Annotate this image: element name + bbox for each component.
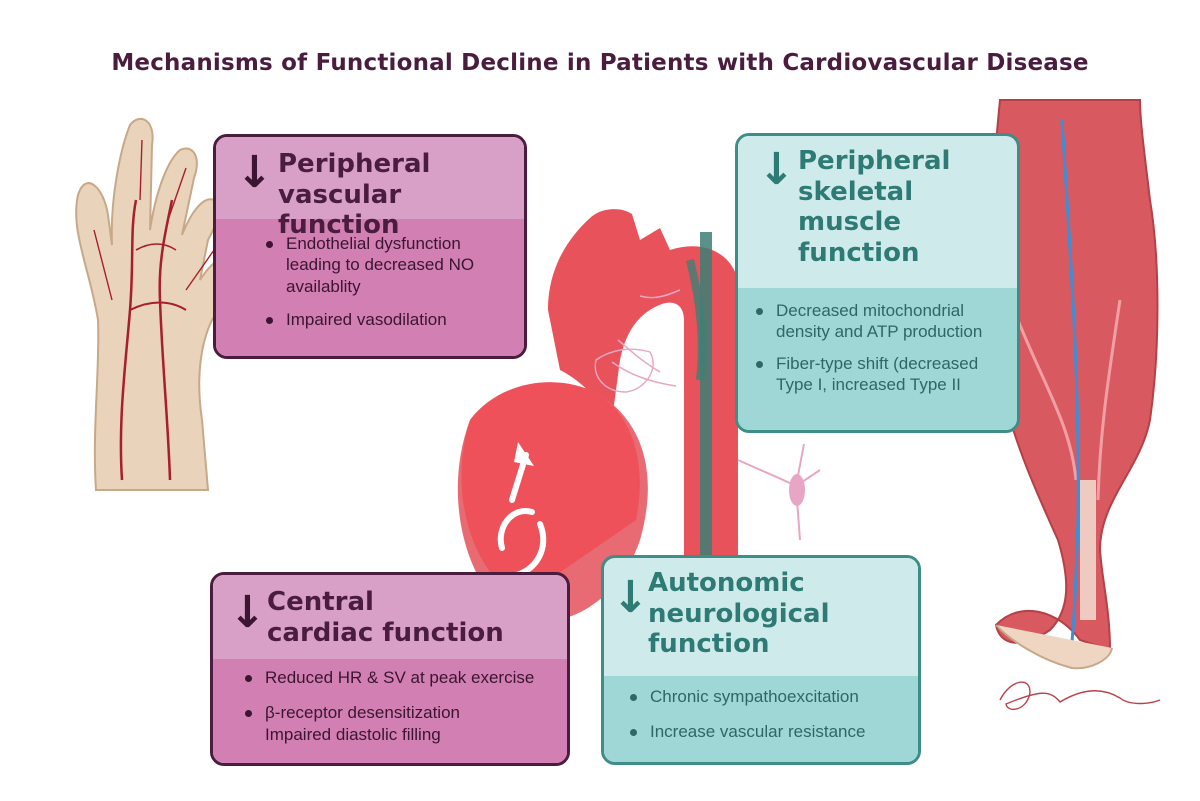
box-heading-line: Autonomic (648, 568, 805, 598)
box-heading-line: skeletal (798, 176, 914, 207)
list-item: Impaired vasodilation (266, 309, 514, 330)
list-item: Fiber-type shift (decreased Type I, incr… (756, 353, 1009, 396)
list-item: Decreased mitochondrial density and ATP … (756, 300, 1009, 343)
box-heading-line: function (648, 629, 770, 660)
box-body: Endothelial dysfunction leading to decre… (216, 219, 524, 356)
box-heading-line: Central (267, 587, 374, 617)
box-header: ↓ Peripheral vascular function (216, 137, 524, 240)
box-body: Reduced HR & SV at peak exercise β-recep… (213, 659, 567, 763)
box-header: ↓ Peripheral skeletal muscle function (738, 136, 1017, 288)
box-header: ↓ Central cardiac function (213, 575, 567, 659)
box-peripheral-vascular: ↓ Peripheral vascular function Endotheli… (213, 134, 527, 359)
list-item: β-receptor desensitization Impaired dias… (245, 702, 515, 745)
heart-illustration (457, 209, 738, 622)
list-item: Increase vascular resistance (630, 721, 910, 742)
list-item: Reduced HR & SV at peak exercise (245, 667, 559, 688)
bullet-list: Decreased mitochondrial density and ATP … (756, 300, 1009, 396)
box-heading-line: vascular function (278, 179, 402, 241)
down-arrow-icon: ↓ (236, 147, 273, 198)
box-skeletal-muscle: ↓ Peripheral skeletal muscle function De… (735, 133, 1020, 433)
page-title: Mechanisms of Functional Decline in Pati… (111, 50, 1089, 76)
box-heading-line: muscle (798, 207, 902, 238)
box-heading-line: cardiac function (267, 617, 504, 648)
down-arrow-icon: ↓ (612, 572, 649, 623)
box-heading-line: function (798, 238, 920, 269)
box-autonomic: ↓ Autonomic neurological function Chroni… (601, 555, 921, 765)
list-item: Chronic sympathoexcitation (630, 686, 910, 707)
down-arrow-icon: ↓ (758, 144, 795, 195)
down-arrow-icon: ↓ (229, 587, 266, 638)
box-central-cardiac: ↓ Central cardiac function Reduced HR & … (210, 572, 570, 766)
box-heading-line: neurological (648, 598, 830, 629)
sympathetic-nerve-illustration (737, 443, 821, 541)
artist-signature (999, 681, 1161, 711)
leg-illustration (989, 99, 1159, 670)
bullet-list: Endothelial dysfunction leading to decre… (266, 233, 514, 330)
box-header: ↓ Autonomic neurological function (604, 558, 918, 676)
box-heading-line: Peripheral (798, 146, 951, 176)
bullet-list: Reduced HR & SV at peak exercise β-recep… (245, 667, 559, 745)
bullet-list: Chronic sympathoexcitation Increase vasc… (630, 686, 910, 743)
box-body: Chronic sympathoexcitation Increase vasc… (604, 676, 918, 762)
list-item: Endothelial dysfunction leading to decre… (266, 233, 514, 297)
box-body: Decreased mitochondrial density and ATP … (738, 288, 1017, 430)
box-heading-line: Peripheral (278, 149, 431, 179)
